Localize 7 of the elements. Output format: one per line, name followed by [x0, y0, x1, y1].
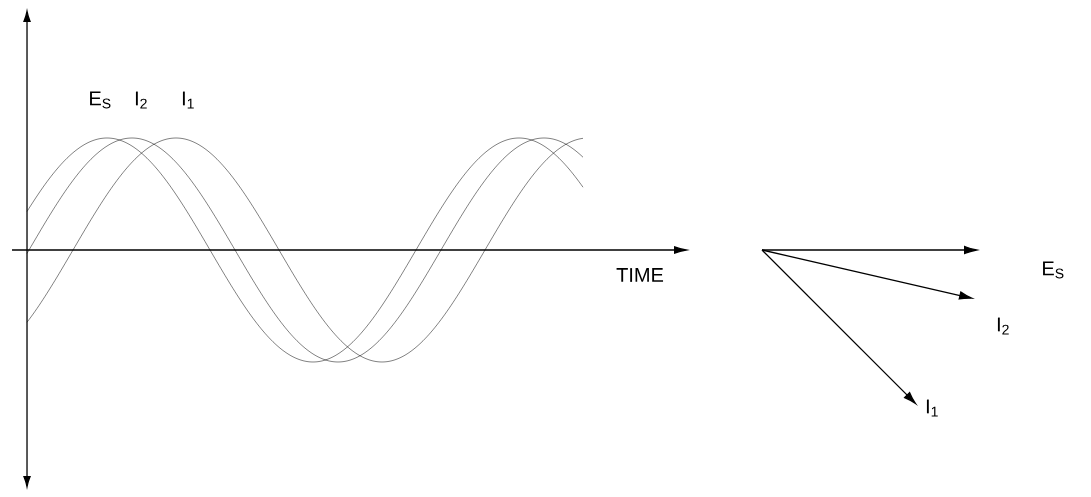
curve-label: I$_{1}$ — [182, 91, 194, 109]
curve-label: I$_{1}$ — [926, 399, 938, 417]
curve-label: E$_{S}$ — [90, 91, 111, 109]
axis-label: TIME — [616, 268, 664, 282]
curve-label: E$_{S}$ — [1043, 261, 1064, 279]
curve-label: I$_{2}$ — [135, 91, 147, 109]
curve-label: I$_{2}$ — [997, 317, 1009, 335]
